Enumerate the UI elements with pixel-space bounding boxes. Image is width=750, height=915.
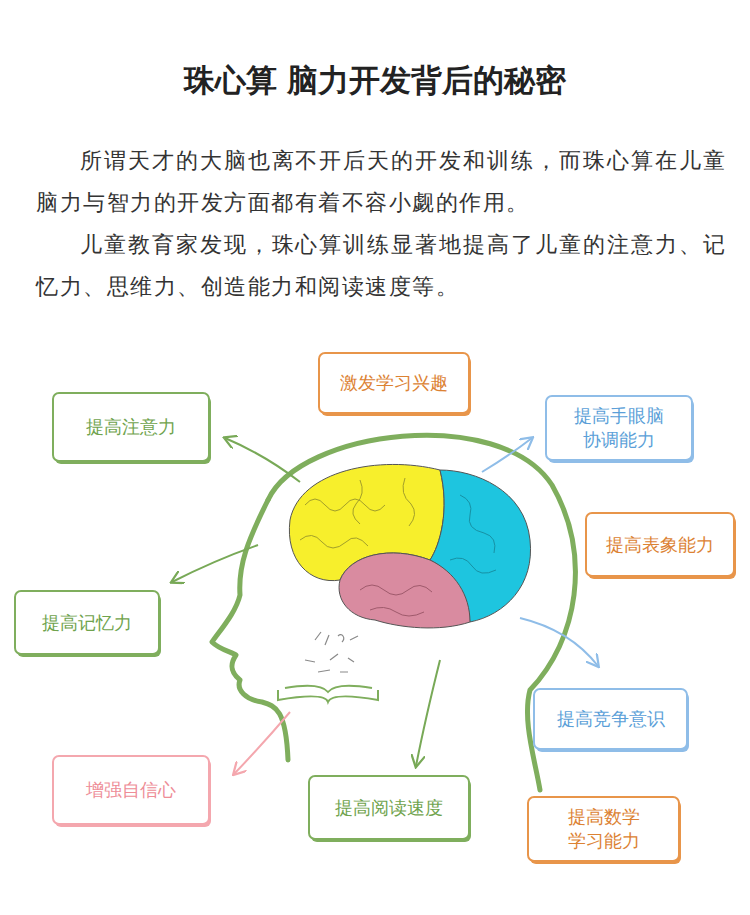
box-label: 激发学习兴趣	[340, 371, 448, 395]
head-outline	[268, 435, 575, 790]
benefit-box: 提高记忆力	[14, 590, 160, 655]
arrow	[172, 545, 258, 582]
benefit-box: 提高数学 学习能力	[527, 796, 680, 862]
box-label: 提高记忆力	[42, 611, 132, 635]
benefit-box: 提高表象能力	[585, 512, 735, 577]
benefit-box: 提高竞争意识	[533, 688, 688, 750]
box-label: 提高注意力	[86, 415, 176, 439]
open-book	[278, 686, 378, 702]
arrow	[520, 618, 598, 666]
arrow	[225, 438, 300, 482]
arrow	[234, 712, 290, 774]
brain-folds	[300, 478, 496, 616]
box-label: 增强自信心	[86, 778, 176, 802]
paragraph: 儿童教育家发现，珠心算训练显著地提高了儿童的注意力、记忆力、思维力、创造能力和阅…	[36, 224, 726, 308]
box-label: 提高手眼脑 协调能力	[570, 404, 667, 452]
box-label: 提高竞争意识	[557, 707, 665, 731]
benefit-box: 激发学习兴趣	[318, 352, 470, 414]
benefit-box: 提高手眼脑 协调能力	[545, 395, 693, 461]
box-label: 提高阅读速度	[335, 796, 443, 820]
benefit-box: 提高阅读速度	[308, 775, 470, 840]
benefit-box: 增强自信心	[52, 755, 210, 825]
arrow	[416, 660, 440, 766]
face-outline	[212, 500, 288, 760]
arrow	[482, 438, 532, 472]
title: 珠心算 脑力开发背后的秘密	[0, 60, 750, 102]
box-label: 提高数学 学习能力	[564, 805, 643, 853]
brain-pink	[339, 553, 470, 628]
scribbles	[305, 632, 358, 672]
benefit-box: 提高注意力	[52, 392, 210, 462]
paragraph: 所谓天才的大脑也离不开后天的开发和训练，而珠心算在儿童脑力与智力的开发方面都有着…	[36, 140, 726, 224]
box-label: 提高表象能力	[606, 533, 714, 557]
